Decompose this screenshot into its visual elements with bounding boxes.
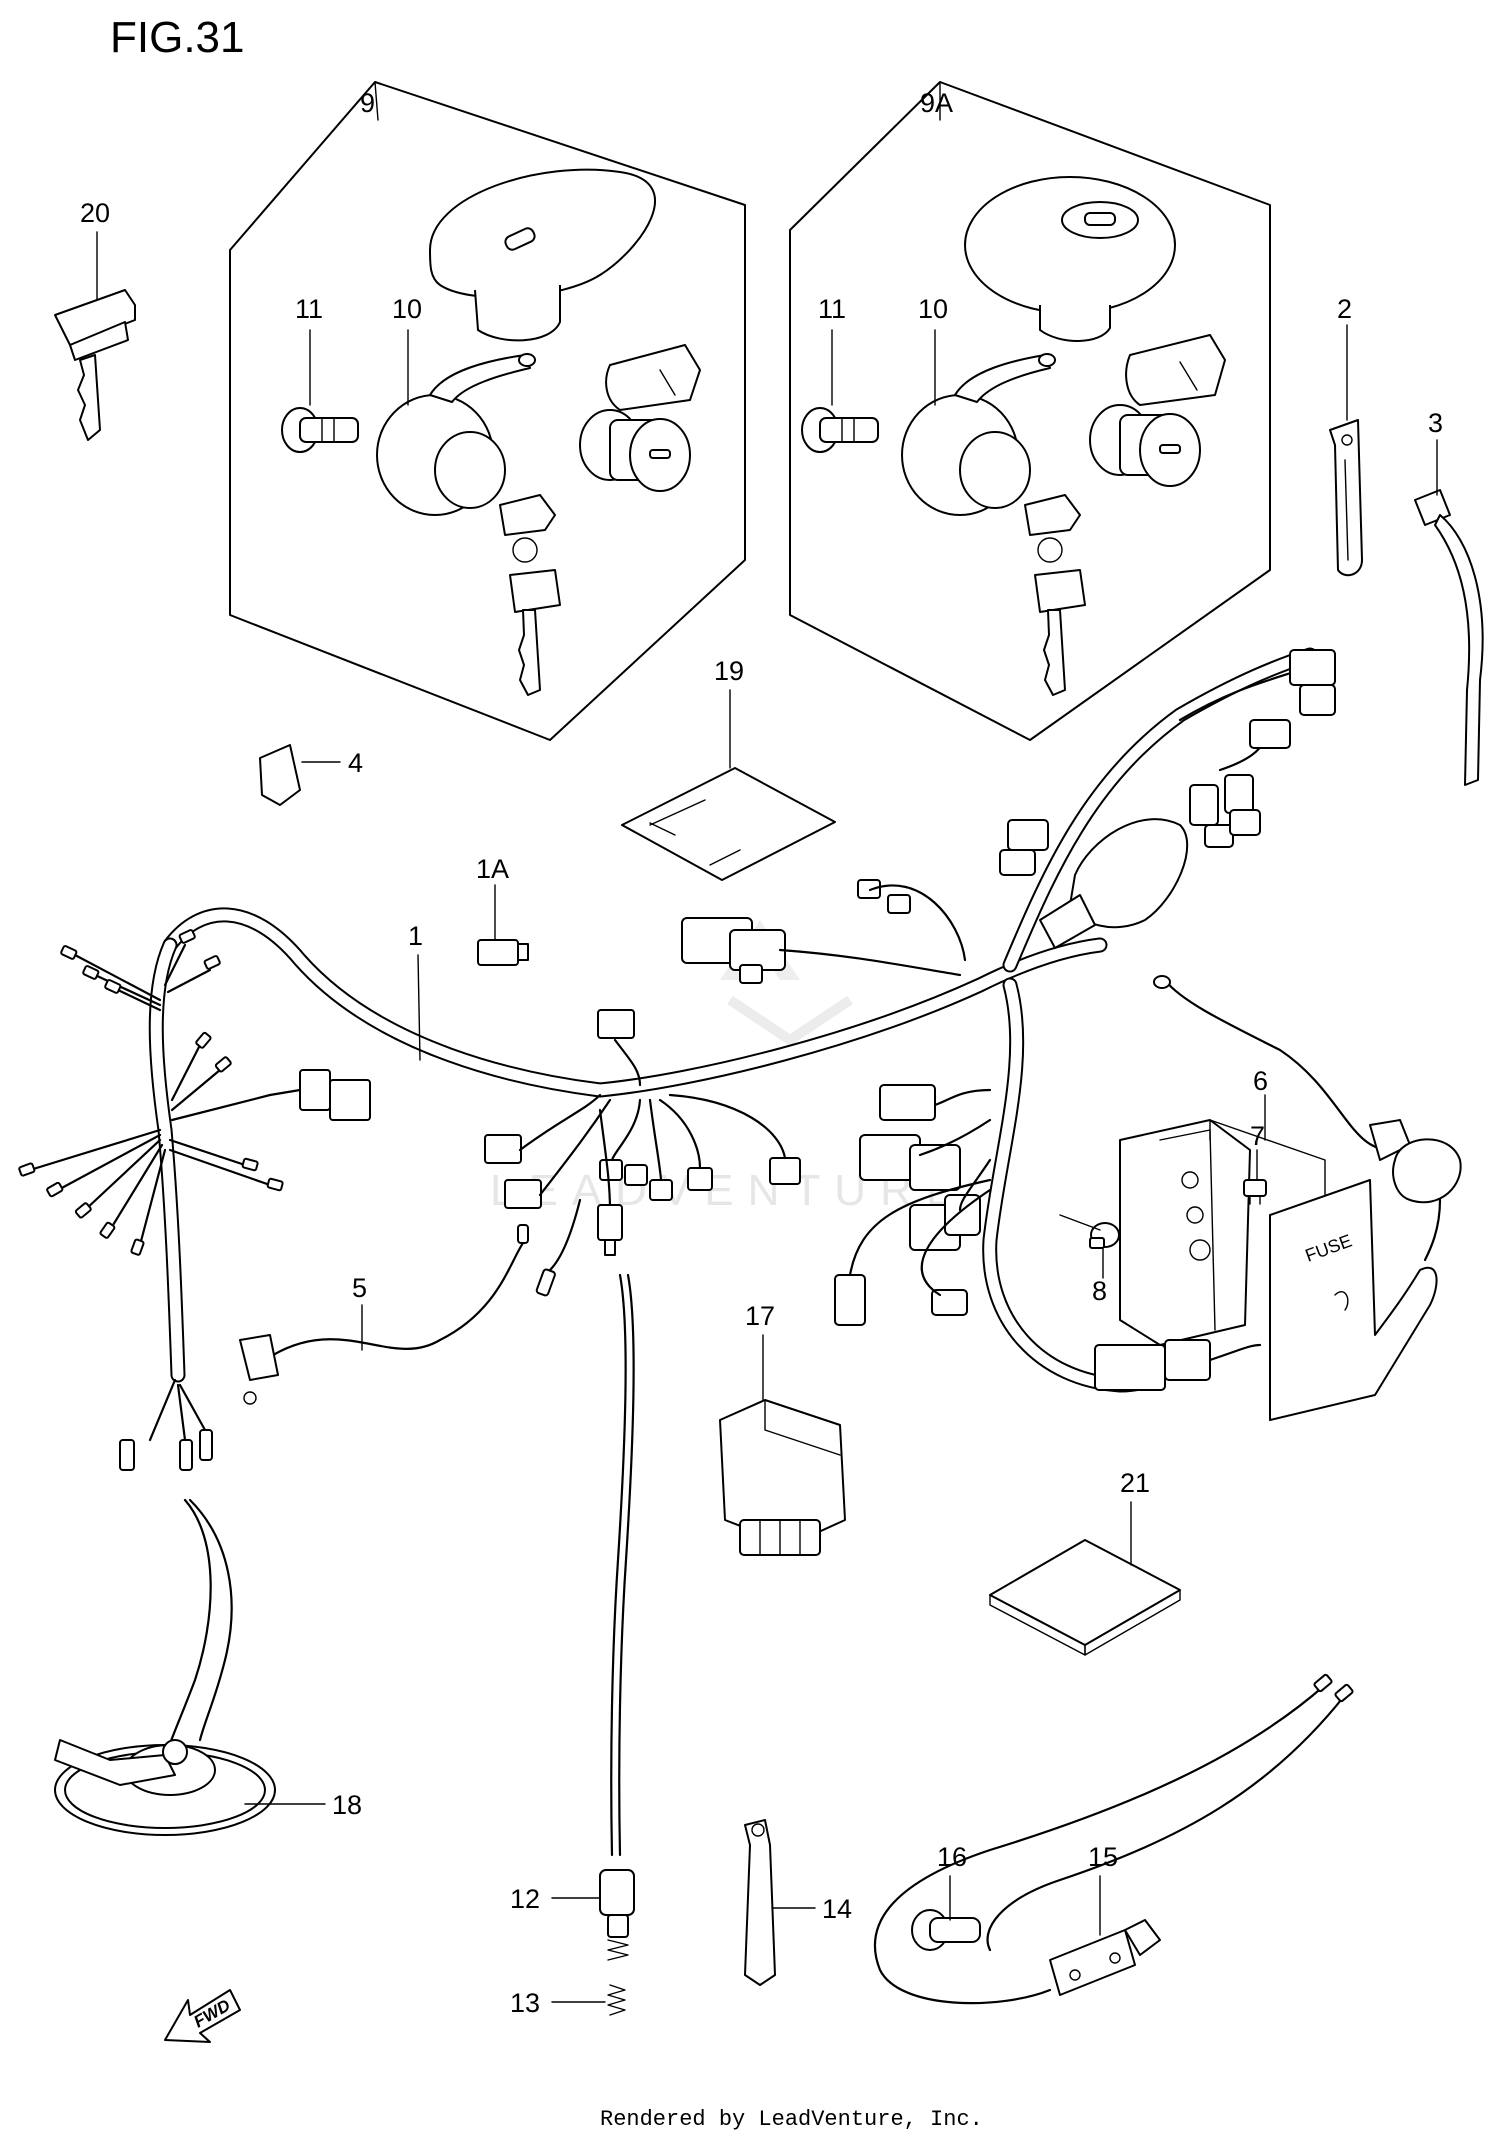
callout-12: 12: [510, 1884, 540, 1914]
spring-13: [607, 1984, 626, 2016]
callout-16: 16: [937, 1842, 967, 1872]
callout-19: 19: [714, 656, 744, 686]
callout-14: 14: [822, 1894, 852, 1924]
label-21: [989, 1539, 1181, 1656]
switch-lead-12: [599, 1273, 635, 1961]
bracket-2: [1329, 419, 1363, 577]
relay-17: [719, 1399, 846, 1556]
relay-wire-right: [1153, 975, 1462, 1262]
callout-21: 21: [1120, 1468, 1150, 1498]
callout-13: 13: [510, 1988, 540, 2018]
key-set-9A-group: 9A 11 10: [789, 81, 1271, 741]
callout-4: 4: [348, 748, 363, 778]
forward-direction-arrow: FWD: [164, 1989, 241, 2043]
ignition-switch-10-right: [901, 353, 1086, 696]
callout-8: 8: [1092, 1276, 1107, 1306]
callout-7: 7: [1250, 1121, 1265, 1151]
key-set-9-box: [229, 81, 746, 741]
figure-title: FIG.31: [110, 13, 245, 62]
harness-connectors-upper-right: [999, 649, 1336, 876]
callout-3: 3: [1428, 408, 1443, 438]
label-sheet-19: [621, 767, 836, 881]
fuse-box-6: [1094, 1119, 1262, 1391]
callout-1: 1: [408, 921, 423, 951]
callout-9: 9: [360, 88, 375, 118]
horn-18: [54, 1378, 276, 1836]
callout-15: 15: [1088, 1842, 1118, 1872]
fuel-cap-teardrop-9: [429, 168, 656, 342]
lock-cylinder-right: [1089, 404, 1201, 487]
key-set-9-group: 9 11 10: [229, 81, 746, 741]
clip-4: [259, 744, 301, 806]
clamp-15: [1049, 1919, 1161, 1996]
ignition-switch-10-left: [376, 353, 561, 696]
callout-1A: 1A: [476, 854, 509, 884]
callout-2: 2: [1337, 294, 1352, 324]
footer-credit: Rendered by LeadVenture, Inc.: [600, 2107, 983, 2132]
screw-8: [1059, 1214, 1120, 1249]
strap-14: [744, 1819, 776, 1986]
callout-bracket-6: [1209, 1119, 1326, 1196]
bolt-11-left: [281, 407, 359, 453]
grommet-16: [911, 1909, 981, 1951]
main-wiring-harness-1: [18, 647, 1336, 1393]
callout-leader-1: [417, 954, 421, 1061]
callout-11-right: 11: [818, 294, 846, 324]
callout-10-right: 10: [918, 294, 948, 324]
bolt-11-right: [801, 407, 879, 453]
fuse-7: [1243, 1179, 1267, 1205]
fuel-cap-round-9A: [964, 176, 1176, 342]
callout-20: 20: [80, 198, 110, 228]
connector-1A: [477, 939, 529, 966]
fuse-cover: FUSE: [1269, 1179, 1438, 1421]
harness-connectors-lower-right: [834, 1084, 992, 1326]
lock-holder-right: [1125, 334, 1226, 406]
callout-17: 17: [745, 1301, 775, 1331]
lock-cylinder-left: [579, 409, 691, 492]
lead-wire-15-16: [874, 1673, 1354, 2005]
switch-lead-5: [239, 1224, 529, 1405]
callout-18: 18: [332, 1790, 362, 1820]
callout-6: 6: [1253, 1066, 1268, 1096]
harness-terminals-left: [18, 929, 371, 1256]
key-20: [54, 289, 136, 441]
cable-tie-3: [1414, 489, 1484, 786]
callout-leader-9: [374, 81, 379, 121]
callout-9A: 9A: [920, 88, 953, 118]
callout-10-left: 10: [392, 294, 422, 324]
callout-11-left: 11: [295, 294, 323, 324]
callout-5: 5: [352, 1273, 367, 1303]
lock-holder-left: [605, 344, 701, 411]
harness-connectors-center: [484, 879, 967, 1297]
key-set-9A-box: [789, 81, 1271, 741]
